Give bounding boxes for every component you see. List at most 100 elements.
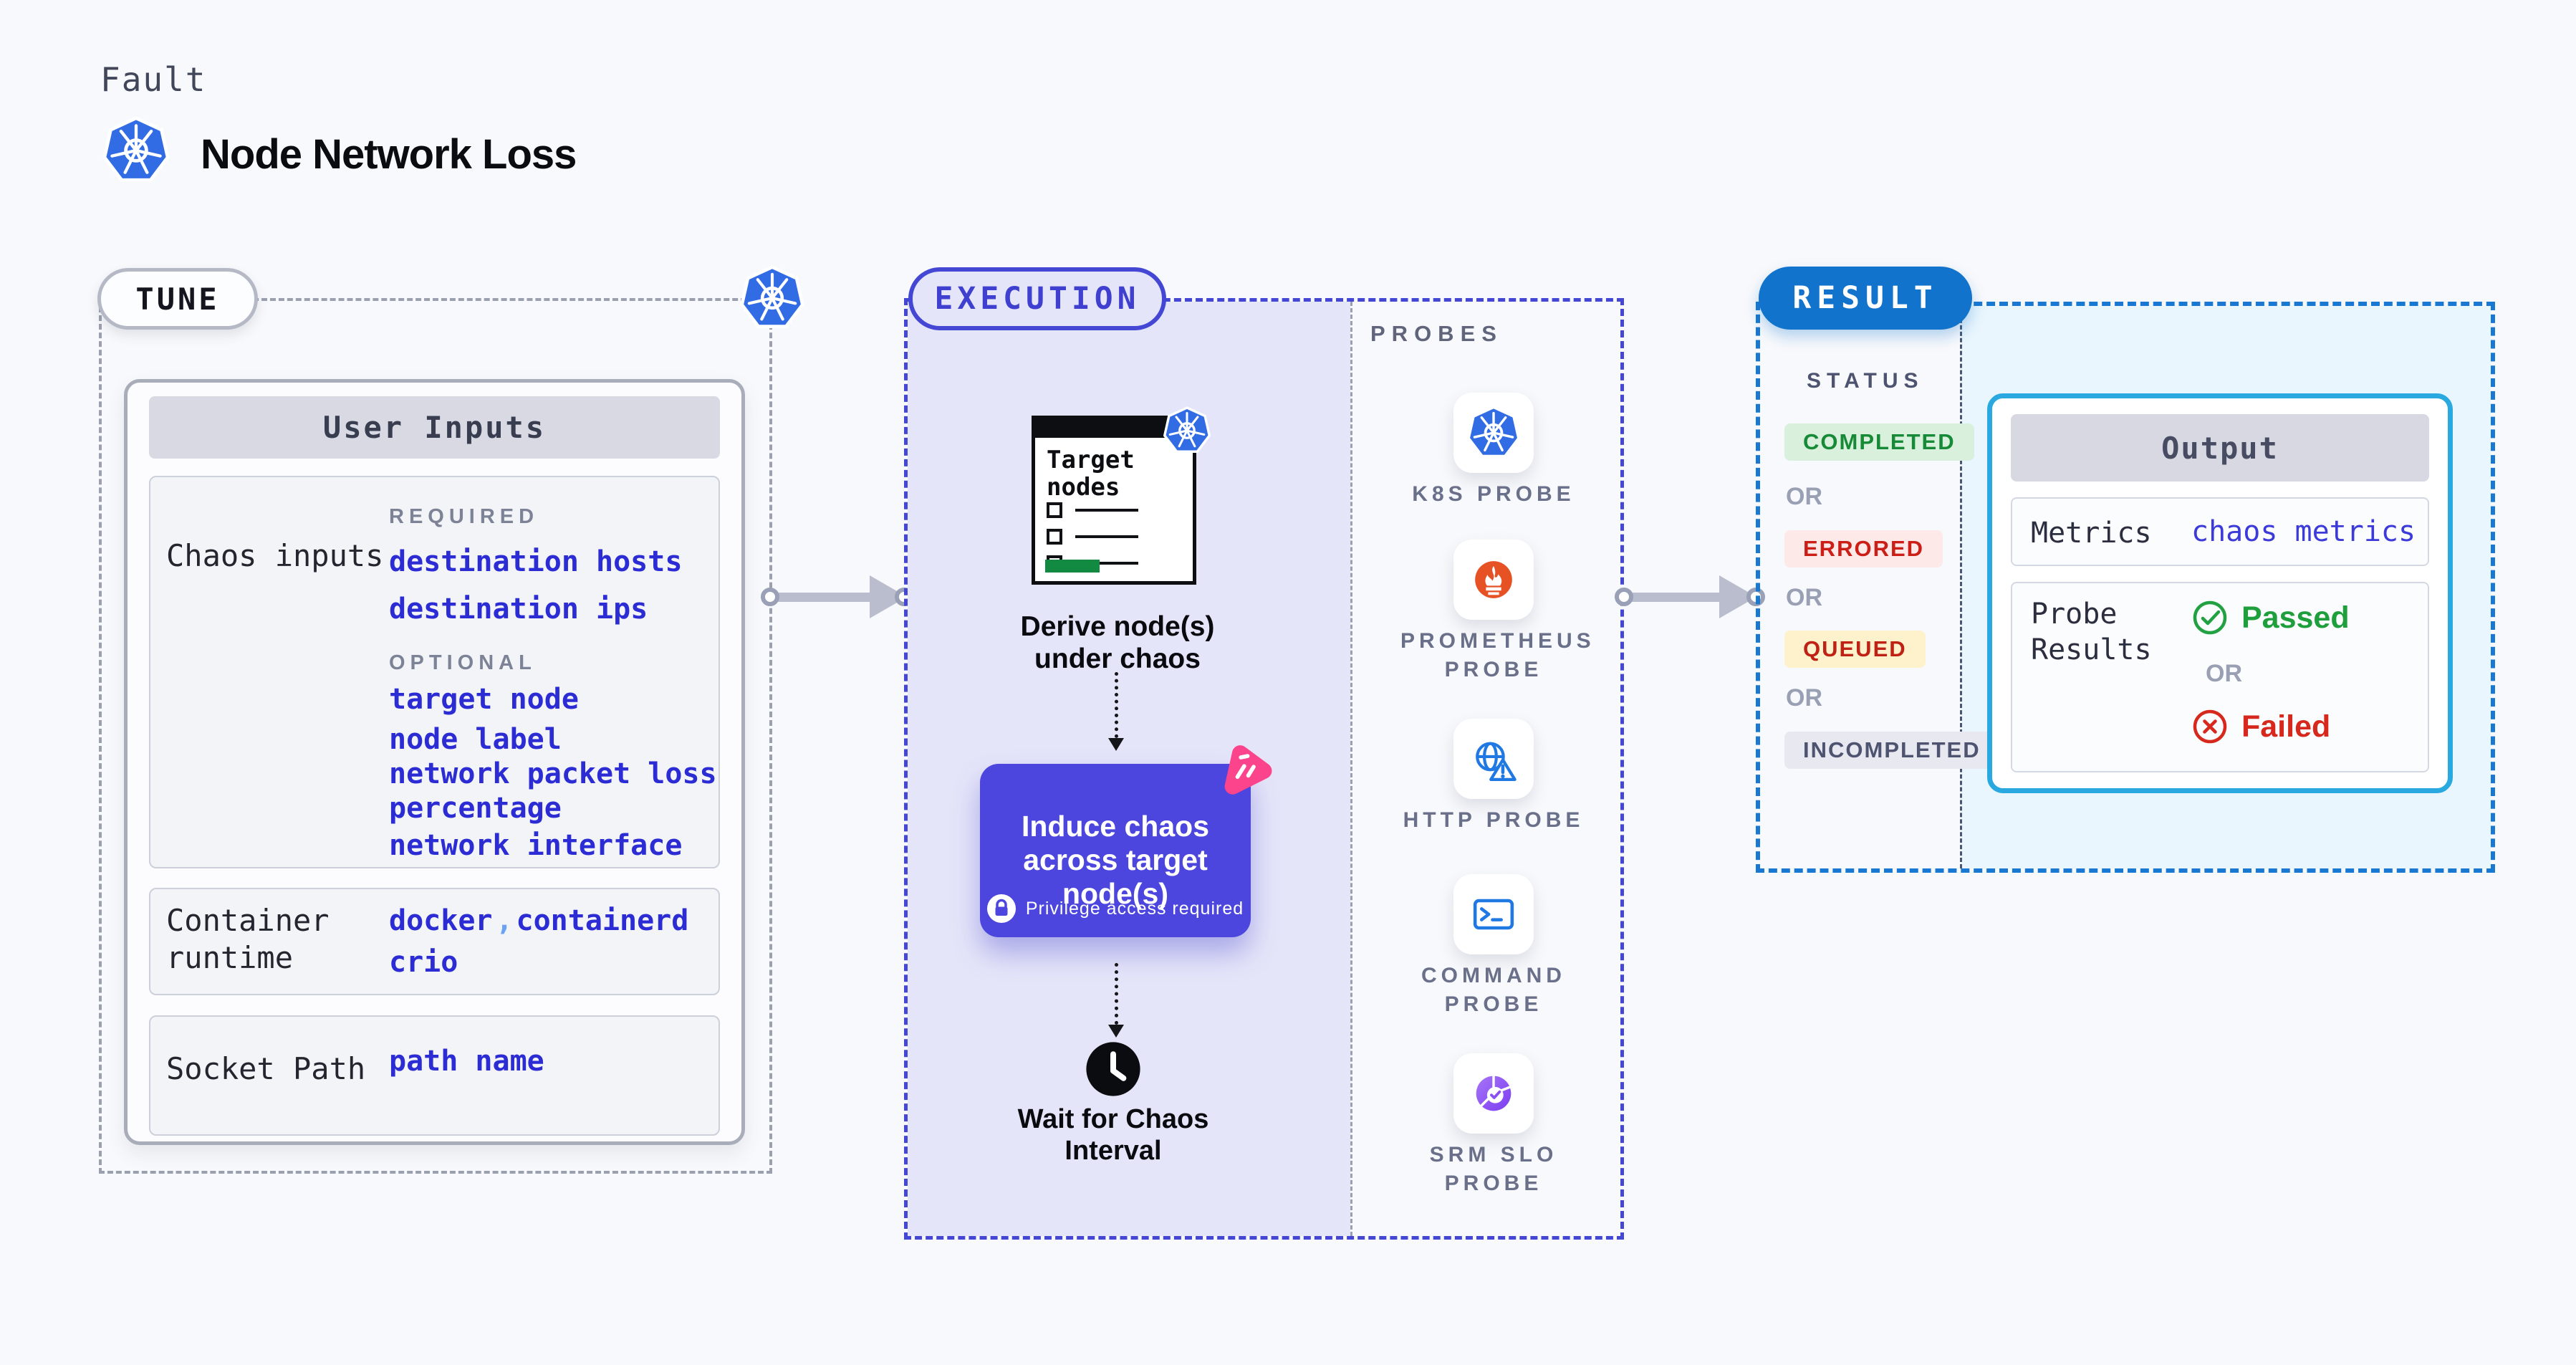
or-separator: OR [2206,660,2242,687]
slo-donut-check-icon [1466,1066,1521,1121]
link-crio[interactable]: crio [389,946,458,979]
fault-eyebrow: Fault [100,60,207,99]
execution-probes-divider [1350,302,1352,1236]
link-chaos-metrics[interactable]: chaos metrics [2191,515,2416,548]
chaos-inputs-row: Chaos inputs REQUIRED destination hosts … [149,476,720,868]
link-network-packet-loss-percentage[interactable]: network packet loss percentage [389,757,717,825]
connector-dot [761,588,779,606]
socket-path-row: Socket Path path name [149,1015,720,1136]
execution-to-result-arrow [1626,593,1721,602]
probe-item-prometheus[interactable]: PROMETHEUS PROBE [1400,540,1595,684]
execution-badge-label: EXECUTION [934,281,1140,317]
probe-item-srm-slo[interactable]: SRM SLO PROBE [1400,1053,1587,1198]
passed-result: Passed [2191,599,2350,636]
node-checkbox [1047,529,1062,545]
status-badge-errored: ERRORED [1784,530,1943,567]
runtime-separator: , [495,904,514,937]
output-header: Output [2011,414,2429,482]
privilege-note: Privilege access required [980,894,1251,923]
kubernetes-icon [102,116,170,185]
or-separator: OR [1786,584,1822,611]
socket-path-label: Socket Path [166,1051,366,1086]
status-label: INCOMPLETED [1803,737,1981,762]
link-destination-ips[interactable]: destination ips [389,593,648,626]
link-containerd[interactable]: containerd [516,904,689,937]
node-checkbox [1047,502,1062,518]
derive-nodes-caption: Derive node(s) under chaos [1020,611,1215,674]
probe-card [1453,393,1534,473]
tune-section-badge: TUNE [97,268,258,330]
target-nodes-title: Target nodes [1047,446,1135,502]
tune-badge-label: TUNE [135,281,220,317]
globe-alert-icon [1466,732,1521,786]
target-nodes-card: Target nodes [1032,416,1196,585]
output-card: Output Metrics chaos metrics Probe Resul… [1987,393,2453,793]
execution-section-badge: EXECUTION [908,267,1166,330]
tune-to-execution-arrow [772,593,871,602]
tune-section-frame [99,298,772,1174]
result-inner-divider [1960,306,1962,868]
link-target-node[interactable]: target node [389,683,579,716]
probe-item-http[interactable]: HTTP PROBE [1400,719,1587,835]
optional-heading: OPTIONAL [389,651,537,674]
passed-label: Passed [2241,600,2350,635]
link-destination-hosts[interactable]: destination hosts [389,545,683,578]
probe-card [1453,719,1534,799]
node-line [1075,509,1138,512]
probe-label: PROMETHEUS PROBE [1400,629,1595,681]
or-separator: OR [1786,483,1822,510]
probe-label: HTTP PROBE [1403,808,1585,832]
probe-item-command[interactable]: COMMAND PROBE [1400,874,1587,1019]
probe-results-label: Probe Results [2031,598,2152,666]
probes-heading: PROBES [1370,321,1503,346]
prometheus-icon [1466,552,1521,607]
privilege-note-text: Privilege access required [1025,898,1244,919]
status-badge-completed: COMPLETED [1784,423,1974,461]
status-heading: STATUS [1807,369,1924,393]
status-badge-queued: QUEUED [1784,631,1926,668]
flow-dotted-line [1115,963,1118,1025]
probe-results-row: Probe Results Passed OR Failed [2011,582,2429,772]
link-path-name[interactable]: path name [389,1045,544,1078]
chaos-inputs-label: Chaos inputs [166,538,384,573]
probe-label: K8S PROBE [1412,482,1575,506]
terminal-icon [1466,887,1521,942]
probe-card [1453,1053,1534,1134]
status-label: COMPLETED [1803,429,1956,454]
probe-item-k8s[interactable]: K8S PROBE [1400,393,1587,509]
probe-card [1453,540,1534,620]
result-section-badge: RESULT [1759,267,1972,330]
user-inputs-title: User Inputs [322,410,547,445]
clock-icon [1085,1040,1142,1098]
node-line [1075,535,1138,538]
metrics-row: Metrics chaos metrics [2011,497,2429,566]
required-heading: REQUIRED [389,505,539,528]
flow-dotted-line [1115,672,1118,738]
kubernetes-icon [739,265,805,331]
kubernetes-icon [1466,406,1521,460]
selection-bar [1045,560,1100,573]
x-circle-icon [2191,708,2229,745]
wait-interval-caption: Wait for Chaos Interval [1017,1104,1209,1166]
probe-label: COMMAND PROBE [1421,964,1566,1016]
probe-label: SRM SLO PROBE [1429,1143,1558,1195]
or-separator: OR [1786,684,1822,712]
link-node-label[interactable]: node label [389,723,562,756]
status-badge-incompleted: INCOMPLETED [1784,732,1999,769]
link-network-interface[interactable]: network interface [389,829,683,862]
container-runtime-row: Container runtime docker , containerd cr… [149,888,720,995]
connector-dot [1615,588,1633,606]
result-badge-label: RESULT [1792,280,1938,316]
flow-dotted-arrowhead [1108,1025,1124,1038]
failed-label: Failed [2241,709,2331,744]
flow-dotted-arrowhead [1108,738,1124,751]
container-runtime-label: Container runtime [166,903,330,975]
chaos-inputs-values: REQUIRED destination hosts destination i… [389,477,726,863]
status-label: QUEUED [1803,636,1907,661]
user-inputs-header: User Inputs [149,396,720,459]
probe-card [1453,874,1534,954]
litmus-chaos-icon [1209,735,1277,803]
link-docker[interactable]: docker [389,904,493,937]
failed-result: Failed [2191,708,2330,745]
